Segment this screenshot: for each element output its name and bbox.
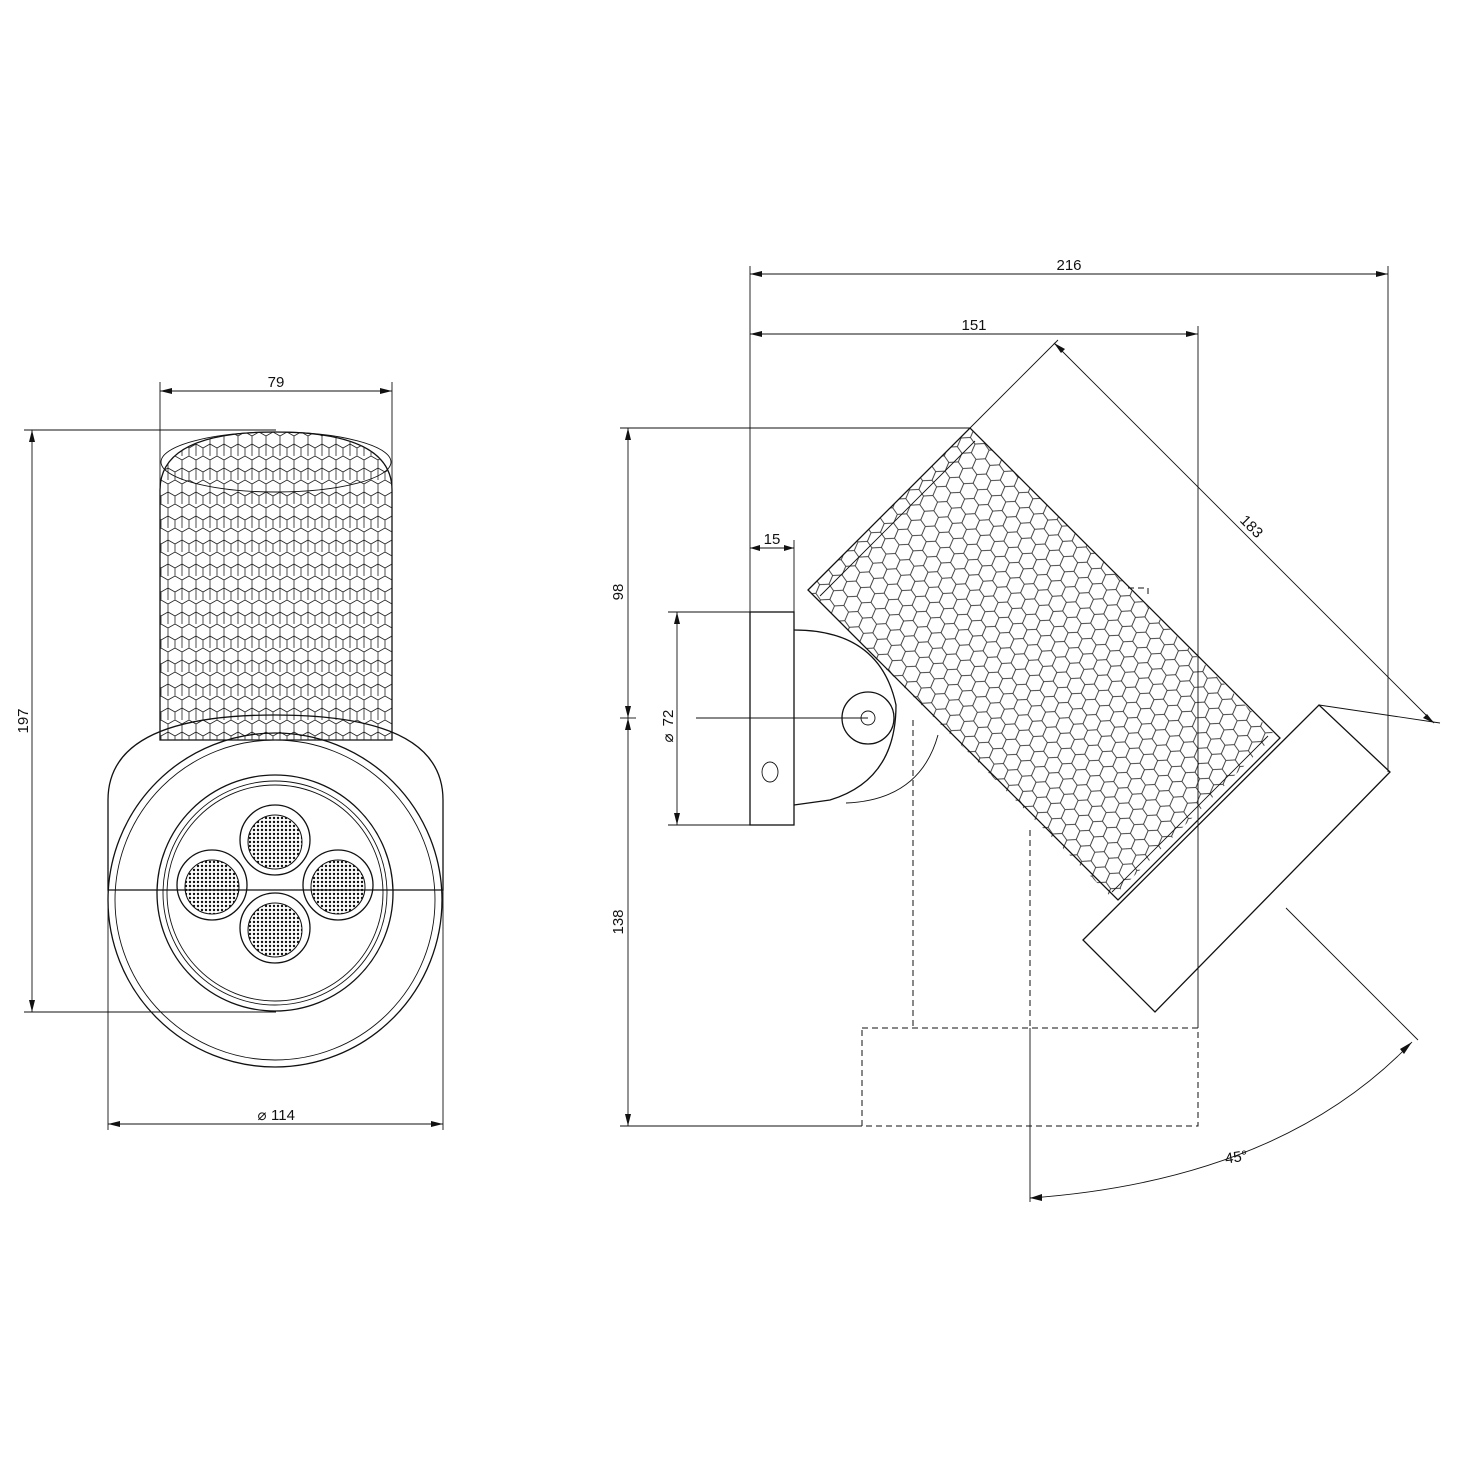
dim-tilt-angle-label: 45° [1224, 1148, 1249, 1168]
dim-plate-depth-label: 15 [764, 531, 781, 548]
led-lens-top [239, 804, 311, 876]
dim-lower-height-label: 138 [610, 909, 627, 934]
front-base-housing [107, 714, 444, 1068]
dim-front-width: 79 [159, 374, 393, 740]
led-lens-left [176, 849, 248, 921]
dim-front-width-label: 79 [268, 374, 285, 391]
dim-overall-width-label: 216 [1056, 257, 1081, 274]
side-view: 216 151 15 98 138 [610, 257, 1441, 1202]
led-lens-right [302, 849, 374, 921]
dim-plate-diameter-label: 72 [660, 710, 677, 727]
diameter-icon: ⌀ [660, 733, 677, 742]
diameter-icon: ⌀ [257, 1107, 266, 1124]
dim-front-diameter: ⌀ 114 [107, 800, 444, 1130]
tilted-housing-cap [1082, 704, 1391, 1013]
dim-tilt-angle: 45° [1029, 907, 1419, 1202]
front-view: 79 197 ⌀ 114 [15, 374, 444, 1130]
dim-front-height: 197 [15, 429, 276, 1013]
dim-arm-width-label: 151 [961, 317, 986, 334]
dim-upper-height-label: 98 [610, 584, 627, 601]
dim-plate-depth: 15 [750, 531, 795, 612]
front-mesh-body [159, 431, 393, 741]
dim-body-length-label: 183 [1236, 512, 1266, 542]
led-lens-bottom [239, 892, 311, 964]
bracket-joint [696, 629, 939, 806]
wall-plate [749, 611, 795, 826]
dim-overall-width: 216 [749, 257, 1389, 772]
tilted-mesh-body [807, 427, 1281, 901]
dim-front-height-label: 197 [15, 708, 32, 733]
dim-vertical-heights: 98 138 [610, 427, 970, 1127]
dim-front-diameter-label: 114 [271, 1107, 295, 1124]
dim-arm-width: 151 [750, 317, 1199, 1028]
dim-plate-diameter: 72 ⌀ [660, 611, 750, 826]
